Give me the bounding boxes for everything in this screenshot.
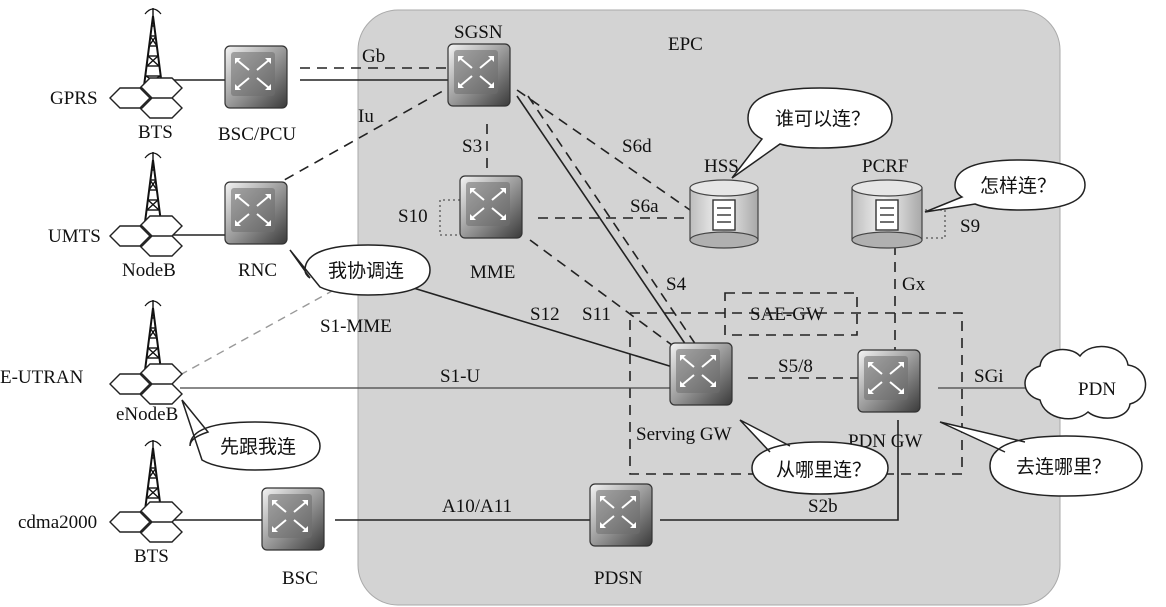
gprs-bts-tower-icon <box>109 7 183 119</box>
iface-s1-mme: S1-MME <box>320 316 392 337</box>
iface-s10: S10 <box>398 206 428 227</box>
bsc-label: BSC <box>282 568 318 589</box>
cdma-bts-tower-icon <box>109 439 183 543</box>
callout-pdn-gw-text: 去连哪里？ <box>1016 456 1111 478</box>
interface-labels: Gb Iu S3 S10 S6d S6a S4 S12 S11 S1-MME S… <box>320 46 1004 517</box>
links <box>162 67 1030 521</box>
iface-s4: S4 <box>666 274 687 295</box>
sae-gw-label: SAE-GW <box>750 304 824 325</box>
cdma2000-label: cdma2000 <box>18 512 97 533</box>
sgsn-icon <box>447 43 511 107</box>
callout-serving-gw: 从哪里连？ <box>739 419 889 495</box>
iface-gb: Gb <box>362 46 385 67</box>
bts-cdma-label: BTS <box>134 546 169 567</box>
callout-pcrf: 怎样连？ <box>924 159 1086 213</box>
iface-s12: S12 <box>530 304 560 325</box>
iface-sgi: SGi <box>974 366 1004 387</box>
callout-hss: 谁可以连？ <box>731 87 893 179</box>
pcrf-label: PCRF <box>862 156 908 177</box>
epc-label: EPC <box>668 34 703 55</box>
iface-a10-a11: A10/A11 <box>442 496 512 517</box>
bsc-icon <box>261 487 325 551</box>
eutran-enodeb-tower-icon <box>109 299 183 405</box>
pdn-label: PDN <box>1078 379 1116 400</box>
link-s4-solid <box>516 95 689 349</box>
link-s10 <box>439 199 460 236</box>
iface-s11: S11 <box>582 304 611 325</box>
callout-hss-text: 谁可以连？ <box>775 108 870 130</box>
pdsn-icon <box>589 483 653 547</box>
mme-icon <box>459 175 523 239</box>
callout-enodeb-text: 先跟我连 <box>220 436 296 458</box>
pdn-cloud <box>1024 345 1147 420</box>
pdn-gw-icon <box>857 349 921 413</box>
link-s6d <box>516 89 691 211</box>
iface-s1-u: S1-U <box>440 366 480 387</box>
iface-s9: S9 <box>960 216 980 237</box>
eutran-label: E-UTRAN <box>0 367 84 388</box>
iface-gx: Gx <box>902 274 926 295</box>
gprs-label: GPRS <box>50 88 98 109</box>
callout-serving-gw-text: 从哪里连？ <box>776 459 871 481</box>
enodeb-label: eNodeB <box>116 404 178 425</box>
link-iu <box>269 87 449 189</box>
sgsn-label: SGSN <box>454 22 503 43</box>
callout-mme-text: 我协调连 <box>328 260 404 282</box>
serving-gw-icon <box>669 342 733 406</box>
callout-pcrf-text: 怎样连？ <box>980 175 1056 197</box>
sae-gw-group <box>629 312 963 475</box>
iface-iu: Iu <box>358 106 374 127</box>
iface-s5-8: S5/8 <box>778 356 813 377</box>
iface-s3: S3 <box>462 136 482 157</box>
mme-label: MME <box>470 262 515 283</box>
link-s11 <box>529 239 677 349</box>
bsc-pcu-label: BSC/PCU <box>218 124 296 145</box>
iface-s6d: S6d <box>622 136 652 157</box>
umts-nodeb-tower-icon <box>109 151 183 257</box>
pdsn-label: PDSN <box>594 568 643 589</box>
rnc-icon <box>224 181 288 245</box>
umts-label: UMTS <box>48 226 101 247</box>
pcrf-database-icon <box>851 179 923 249</box>
sae-gw-box <box>724 292 858 336</box>
hss-label: HSS <box>704 156 739 177</box>
pdn-gw-label: PDN GW <box>848 431 922 452</box>
iface-s6a: S6a <box>630 196 659 217</box>
link-s12 <box>396 282 677 369</box>
bsc-pcu-icon <box>224 45 288 109</box>
callout-pdn-gw: 去连哪里？ <box>939 421 1143 497</box>
callout-enodeb: 先跟我连 <box>181 399 321 471</box>
iface-s2b: S2b <box>808 496 838 517</box>
epc-region <box>357 9 1061 606</box>
link-s2b <box>660 420 899 521</box>
nodeb-label: NodeB <box>122 260 176 281</box>
serving-gw-label: Serving GW <box>636 424 732 445</box>
hss-database-icon <box>689 179 759 249</box>
rnc-label: RNC <box>238 260 277 281</box>
callout-mme: 我协调连 <box>289 244 431 296</box>
bts-gprs-label: BTS <box>138 122 173 143</box>
